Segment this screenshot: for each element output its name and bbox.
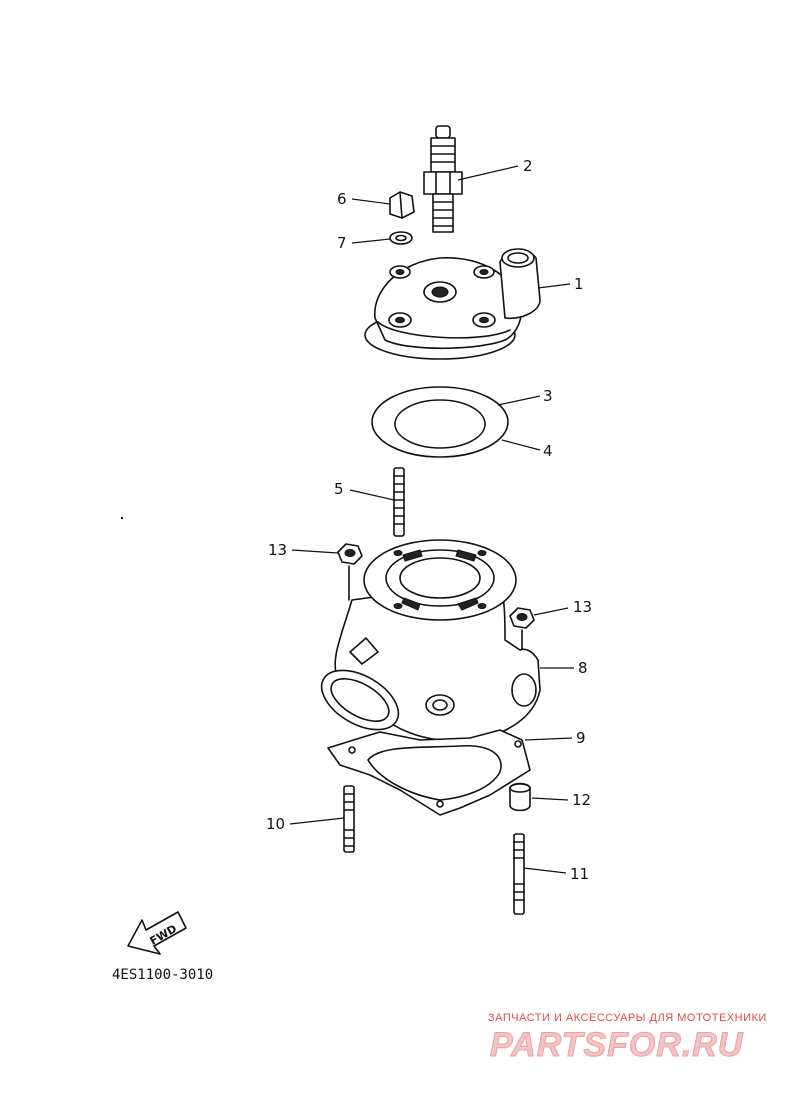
flange-nut-left — [337, 543, 363, 601]
callout-7: 7 — [337, 234, 347, 252]
callout-2: 2 — [523, 157, 533, 175]
watermark: ЗАПЧАСТИ И АКСЕССУАРЫ ДЛЯ МОТОТЕХНИКИ PA… — [488, 1012, 767, 1065]
cylinder — [320, 539, 541, 742]
callout-4: 4 — [543, 442, 553, 460]
stud-10 — [343, 785, 355, 853]
washer — [389, 231, 413, 245]
callout-labels: 2 6 7 1 3 4 5 13 13 8 9 12 10 11 — [266, 157, 592, 883]
callout-10: 10 — [266, 815, 285, 833]
stray-dot — [120, 516, 124, 520]
watermark-tagline: ЗАПЧАСТИ И АКСЕССУАРЫ ДЛЯ МОТОТЕХНИКИ — [488, 1012, 767, 1024]
callout-8: 8 — [578, 659, 588, 677]
head-gasket — [371, 386, 509, 458]
leader-lines — [289, 165, 574, 874]
base-gasket — [327, 729, 531, 816]
callout-5: 5 — [334, 480, 344, 498]
cap-nut — [389, 191, 415, 219]
spark-plug — [423, 125, 463, 233]
drawing-code: 4ES1100-3010 — [112, 967, 213, 983]
callout-3: 3 — [543, 387, 553, 405]
fwd-arrow-icon: FWD — [127, 911, 187, 955]
callout-1: 1 — [574, 275, 584, 293]
callout-12: 12 — [572, 791, 591, 809]
dowel-pin — [509, 782, 531, 812]
callout-11: 11 — [570, 865, 589, 883]
stud-11 — [513, 833, 525, 915]
watermark-brand: PARTSFOR.RU — [490, 1026, 744, 1064]
callout-9: 9 — [576, 729, 586, 747]
callout-13-left: 13 — [268, 541, 287, 559]
callout-13-right: 13 — [573, 598, 592, 616]
cylinder-head — [364, 248, 541, 360]
stud-bolt — [393, 467, 405, 537]
callout-6: 6 — [337, 190, 347, 208]
